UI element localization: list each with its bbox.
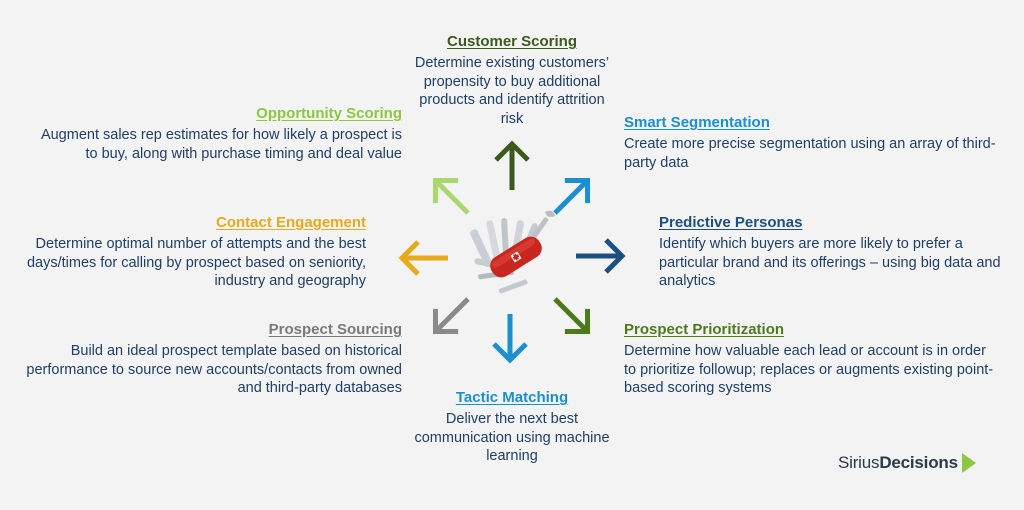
- prospect-prioritization-desc: Determine how valuable each lead or acco…: [624, 343, 994, 396]
- smart-segmentation-block: Smart Segmentation Create more precise s…: [624, 114, 1014, 172]
- swiss-army-knife-icon: [470, 210, 555, 294]
- prospect-sourcing-desc: Build an ideal prospect template based o…: [26, 343, 402, 396]
- customer-scoring-desc: Determine existing customers’ propensity…: [414, 55, 610, 127]
- predictive-personas-desc: Identify which buyers are more likely to…: [659, 236, 1001, 289]
- arrow-down-left-icon: [424, 288, 479, 343]
- prospect-prioritization-title: Prospect Prioritization: [624, 321, 785, 338]
- prospect-sourcing-title: Prospect Sourcing: [268, 321, 402, 338]
- arrow-up-icon: [496, 144, 528, 190]
- contact-engagement-block: Contact Engagement Determine optimal num…: [8, 214, 366, 291]
- prospect-sourcing-block: Prospect Sourcing Build an ideal prospec…: [8, 321, 402, 398]
- arrow-right-icon: [576, 240, 622, 272]
- predictive-personas-title: Predictive Personas: [659, 214, 803, 231]
- prospect-prioritization-block: Prospect Prioritization Determine how va…: [624, 321, 994, 398]
- tactic-matching-title: Tactic Matching: [455, 389, 569, 406]
- arrow-down-right-icon: [544, 288, 599, 343]
- smart-segmentation-title: Smart Segmentation: [624, 114, 770, 131]
- opportunity-scoring-desc: Augment sales rep estimates for how like…: [40, 127, 402, 162]
- opportunity-scoring-block: Opportunity Scoring Augment sales rep es…: [28, 105, 402, 163]
- customer-scoring-title: Customer Scoring: [446, 33, 578, 50]
- contact-engagement-desc: Determine optimal number of attempts and…: [26, 236, 366, 289]
- opportunity-scoring-title: Opportunity Scoring: [256, 105, 402, 122]
- predictive-personas-block: Predictive Personas Identify which buyer…: [659, 214, 1017, 291]
- logo-text-bold: Decisions: [879, 453, 958, 472]
- logo-chevron-icon: [961, 453, 976, 473]
- arrow-up-left-icon: [424, 169, 479, 224]
- tactic-matching-desc: Deliver the next best communication usin…: [414, 411, 610, 464]
- contact-engagement-title: Contact Engagement: [215, 214, 366, 231]
- arrow-down-icon: [494, 314, 526, 360]
- customer-scoring-block: Customer Scoring Determine existing cust…: [412, 33, 612, 128]
- arrow-left-icon: [402, 242, 448, 274]
- logo-text-light: Sirius: [838, 453, 880, 472]
- smart-segmentation-desc: Create more precise segmentation using a…: [624, 136, 996, 171]
- tactic-matching-block: Tactic Matching Deliver the next best co…: [412, 389, 612, 466]
